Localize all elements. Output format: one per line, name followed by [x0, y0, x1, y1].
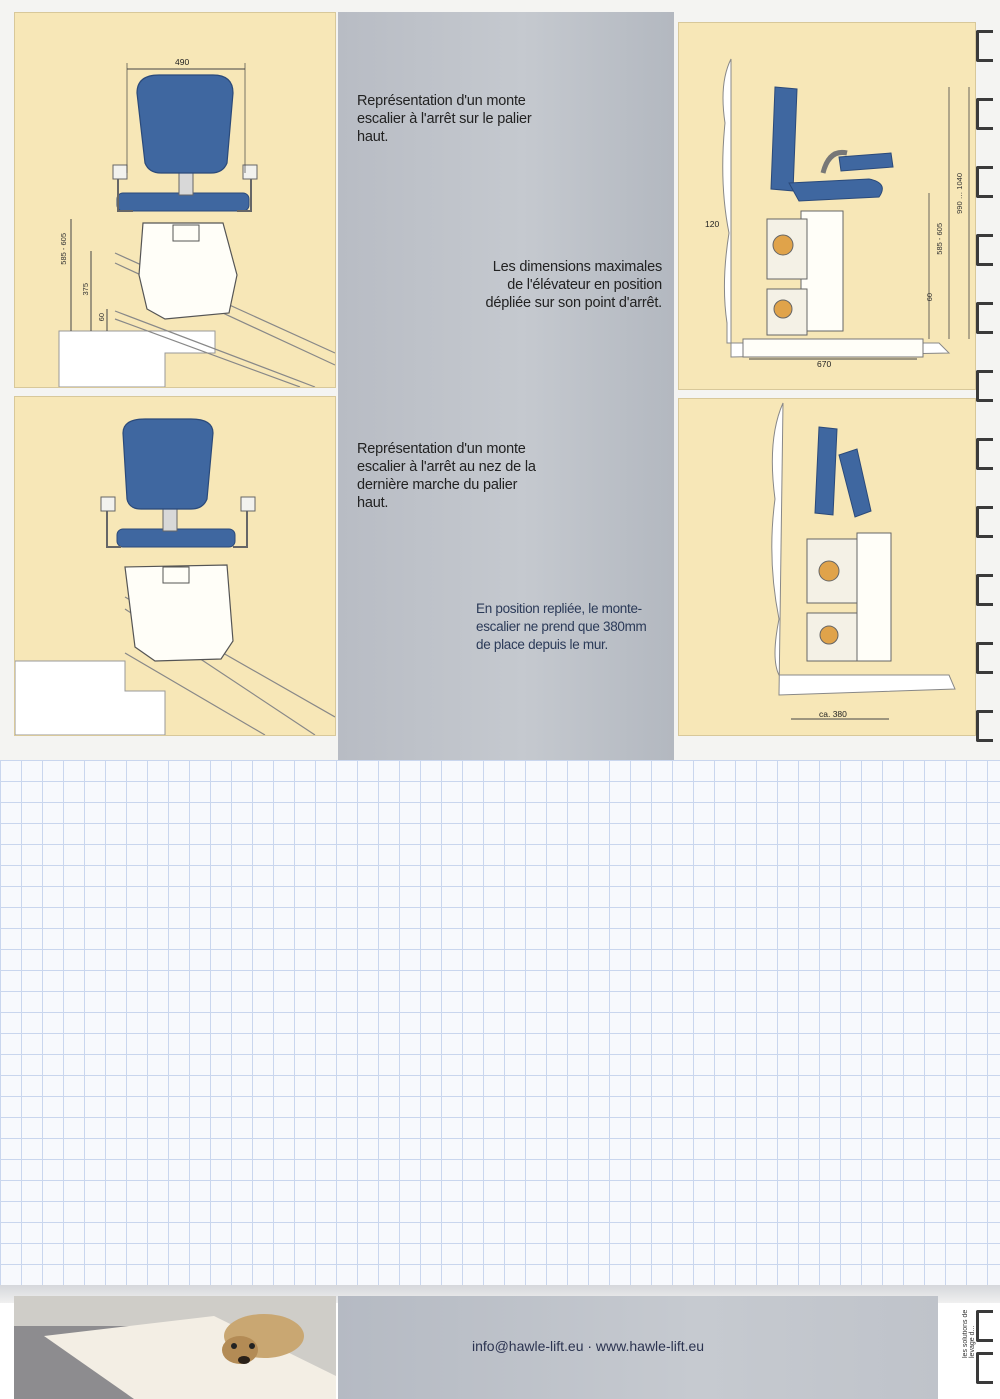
caption-max-dimensions: Les dimensions maximales de l'élévateur …	[485, 259, 662, 311]
dimension-60-right: 60	[925, 293, 934, 302]
stairlift-front-diagram-2	[14, 418, 336, 736]
stairlift-front-diagram-1	[58, 63, 336, 388]
dimension-585-605-right: 585 - 605	[935, 223, 944, 255]
ring-icon	[976, 98, 993, 130]
ring-icon	[976, 642, 993, 674]
ring-icon	[976, 234, 993, 266]
diagram-panel-top-landing: 490 585 - 605 375 60	[14, 12, 336, 388]
caption-top-landing: Représentation d'un monte escalier à l'a…	[357, 93, 532, 145]
caption-last-step: Représentation d'un monte escalier à l'a…	[357, 441, 536, 511]
dimension-ca380: ca. 380	[819, 709, 847, 719]
ring-icon	[976, 30, 993, 62]
ring-icon	[976, 1310, 993, 1342]
dimension-490: 490	[175, 57, 190, 67]
footer-band	[338, 1296, 938, 1399]
text-column	[338, 12, 674, 760]
grid-paper-sheet	[0, 760, 1000, 1295]
diagram-panel-last-step	[14, 396, 336, 736]
ring-icon	[976, 574, 993, 606]
stairlift-side-diagram-1	[722, 58, 970, 360]
ring-icon	[976, 438, 993, 470]
side-vertical-text: les solutions de levage d...	[962, 1309, 976, 1358]
dimension-120: 120	[705, 219, 720, 229]
ring-icon	[976, 370, 993, 402]
dimension-990-1040: 990 … 1040	[955, 173, 964, 214]
ring-icon	[976, 302, 993, 334]
contact-line[interactable]: info@hawle-lift.eu · www.hawle-lift.eu	[472, 1338, 705, 1354]
dimension-375: 375	[81, 283, 90, 296]
ring-icon	[976, 166, 993, 198]
dimension-585-605-left: 585 - 605	[59, 233, 68, 265]
ring-icon	[976, 1352, 993, 1384]
dimension-670: 670	[817, 359, 832, 369]
ring-icon	[976, 710, 993, 742]
stairlift-side-diagram-2	[771, 402, 956, 720]
dimension-60-left: 60	[97, 313, 106, 322]
ring-icon	[976, 506, 993, 538]
dog-photo	[14, 1296, 336, 1399]
caption-folded: En position repliée, le monte-escalier n…	[476, 601, 647, 652]
diagram-panel-side-unfolded: 120 990 … 1040 585 - 605 60 670	[678, 22, 976, 390]
diagram-panel-side-folded: ca. 380	[678, 398, 976, 736]
